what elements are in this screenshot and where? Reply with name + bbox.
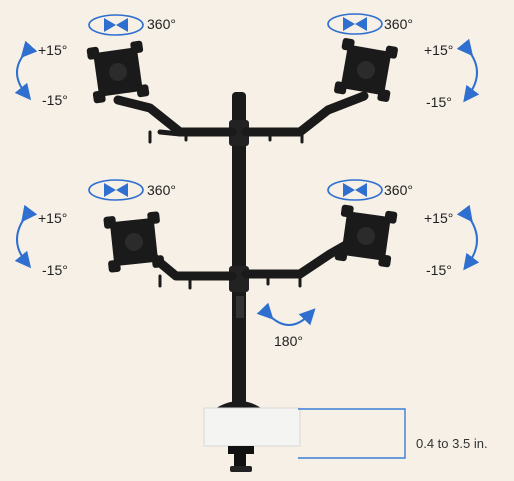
tilt-arrow-top-right [456,38,480,103]
rotation-icon-bottom-right [327,179,383,201]
tilt-up-label-top-left: +15° [38,42,68,58]
tilt-down-label-bottom-right: -15° [426,262,452,278]
vesa-plate-top-right [334,38,398,102]
tilt-up-label-bottom-left: +15° [38,210,68,226]
upper-right-arm [241,91,369,144]
tilt-down-label-bottom-left: -15° [42,262,68,278]
upper-left-arm [113,95,237,144]
tilt-arrow-bottom-right [456,204,480,271]
vesa-plate-top-left [86,40,150,104]
vesa-plate-bottom-right [334,204,398,268]
rotation-label-bottom-right: 360° [384,182,413,198]
vesa-plate-bottom-left [103,211,165,273]
clamp-range-label: 0.4 to 3.5 in. [416,436,488,451]
rotation-icon-top-left [88,14,144,36]
rotation-icon-top-right [327,13,383,35]
swivel-arrow [256,302,316,326]
swivel-label: 180° [274,333,303,349]
rotation-label-bottom-left: 360° [147,182,176,198]
tilt-up-label-bottom-right: +15° [424,210,454,226]
tilt-arrow-top-left [14,40,38,101]
tilt-up-label-top-right: +15° [424,42,454,58]
rotation-label-top-left: 360° [147,16,176,32]
rotation-icon-bottom-left [88,179,144,201]
lower-right-arm [241,233,363,288]
rotation-label-top-right: 360° [384,16,413,32]
tilt-arrow-bottom-left [14,204,38,269]
mount-pole [229,92,249,422]
tilt-down-label-top-left: -15° [42,92,68,108]
desk-clamp [203,401,301,472]
tilt-down-label-top-right: -15° [426,94,452,110]
clamp-dimension-bracket [298,408,406,459]
